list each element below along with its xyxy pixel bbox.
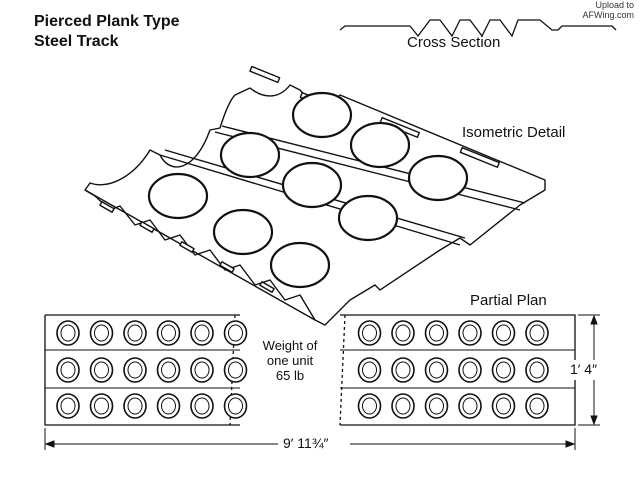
plan-hole-inner [194,361,210,379]
plan-hole-inner [395,397,411,415]
plan-hole-inner [228,397,243,415]
plan-hole-inner [127,397,143,415]
plan-hole-inner [362,361,377,379]
cross-section-profile [339,19,617,38]
plan-hole-inner [462,397,478,415]
plan-hole-inner [529,397,545,415]
isometric-detail-label: Isometric Detail [462,124,566,141]
plan-hole-inner [228,361,243,379]
plan-hole-inner [529,324,545,342]
plan-hole-inner [60,397,76,415]
width-dimension: 1′ 4″ [570,361,598,377]
plan-hole-inner [228,324,243,342]
plan-hole-inner [395,361,411,379]
plan-hole-inner [60,361,76,379]
plan-hole-inner [529,361,545,379]
plan-hole-inner [362,397,377,415]
plan-hole-inner [429,324,444,342]
plan-hole-inner [395,324,411,342]
partial-plan-label: Partial Plan [470,292,547,309]
plan-hole-inner [496,361,511,379]
partial-plan [44,314,576,426]
plan-hole-inner [194,397,210,415]
plan-hole-inner [429,361,444,379]
isometric-holes [147,91,469,289]
weight-note: Weight of one unit 65 lb [250,338,330,383]
plan-hole-inner [194,324,210,342]
diagram-title: Pierced Plank Type Steel Track [34,12,180,52]
partial-plan-holes [56,320,549,419]
plan-hole-inner [127,324,143,342]
weight-line-3: 65 lb [275,368,305,383]
watermark-line-2: AFWing.com [582,10,634,20]
plan-hole-inner [362,324,377,342]
plan-hole-inner [496,324,511,342]
plan-hole-inner [94,397,109,415]
plan-hole-inner [60,324,76,342]
plan-hole-inner [127,361,143,379]
weight-line-1: Weight of [262,338,318,353]
length-dimension: 9′ 11¾″ [283,435,329,451]
watermark-line-1: Upload to [595,0,634,10]
plan-hole-inner [462,324,478,342]
plan-hole-inner [94,361,109,379]
title-line-1: Pierced Plank Type [34,13,180,30]
watermark: Upload to AFWing.com [582,0,634,20]
plan-hole-inner [161,324,176,342]
plan-hole-inner [462,361,478,379]
plan-hole-inner [161,397,176,415]
title-line-2: Steel Track [34,33,119,50]
plan-hole-inner [496,397,511,415]
weight-line-2: one unit [266,353,314,368]
plan-hole-inner [429,397,444,415]
cross-section-label: Cross Section [407,34,501,51]
plan-hole-inner [94,324,109,342]
plan-hole-inner [161,361,176,379]
